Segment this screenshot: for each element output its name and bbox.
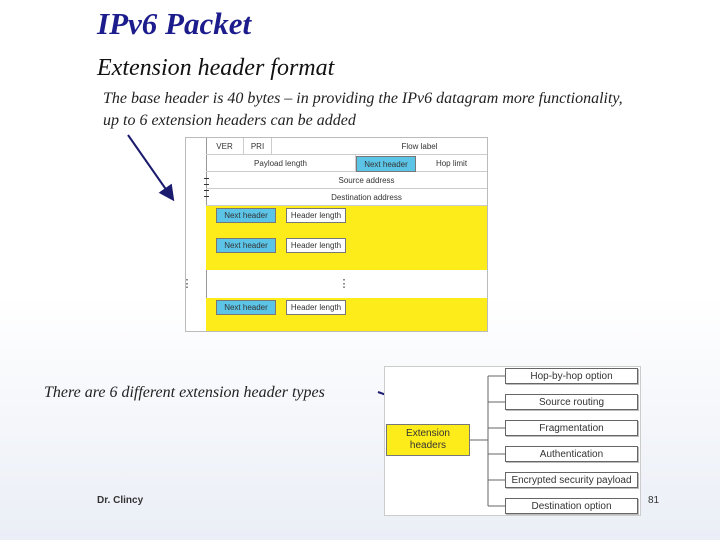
type-hop-by-hop: Hop-by-hop option (505, 368, 638, 384)
types-connector-lines (470, 375, 505, 507)
type-authentication: Authentication (505, 446, 638, 462)
ext2-header-length: Header length (286, 238, 346, 253)
ver-field: VER (206, 138, 244, 155)
root-label-line-2: headers (409, 440, 447, 451)
type-encrypted-security-payload: Encrypted security payload (505, 472, 638, 488)
extension-types-diagram: Extension headers Hop-by-hop option Sour… (384, 366, 641, 516)
footer-author: Dr. Clincy (97, 495, 144, 506)
flow-label-field: Flow label (272, 138, 487, 155)
arrow-to-packet (127, 134, 175, 202)
packet-diagram: VER PRI Flow label Payload length Next h… (181, 137, 488, 332)
ext1-header-length: Header length (286, 208, 346, 223)
ext3-next-header: Next header (216, 300, 276, 315)
root-label-line-1: Extension (406, 428, 450, 439)
ext3-header-length: Header length (286, 300, 346, 315)
types-caption: There are 6 different extension header t… (44, 384, 325, 401)
ext-ellipsis: ⋮ (338, 277, 350, 290)
left-ellipsis: ⋮ (181, 277, 193, 290)
extension-headers-root-box: Extension headers (386, 424, 470, 456)
base-next-header-field: Next header (356, 156, 416, 172)
packet-left-border (186, 138, 207, 331)
type-source-routing: Source routing (505, 394, 638, 410)
page-number: 81 (648, 495, 660, 506)
payload-length-field: Payload length (206, 155, 356, 172)
destination-address-field: Destination address (206, 189, 487, 206)
hop-limit-field: Hop limit (416, 155, 487, 172)
type-destination-option: Destination option (505, 498, 638, 514)
pri-field: PRI (244, 138, 272, 155)
description-line-2: up to 6 extension headers can be added (103, 112, 356, 129)
ext1-next-header: Next header (216, 208, 276, 223)
ext2-next-header: Next header (216, 238, 276, 253)
slide-subtitle: Extension header format (97, 55, 335, 81)
description-line-1: The base header is 40 bytes – in providi… (103, 90, 623, 107)
base-header-ticks (204, 178, 209, 202)
type-fragmentation: Fragmentation (505, 420, 638, 436)
source-address-field: Source address (206, 172, 487, 189)
slide-title: IPv6 Packet (97, 6, 252, 41)
